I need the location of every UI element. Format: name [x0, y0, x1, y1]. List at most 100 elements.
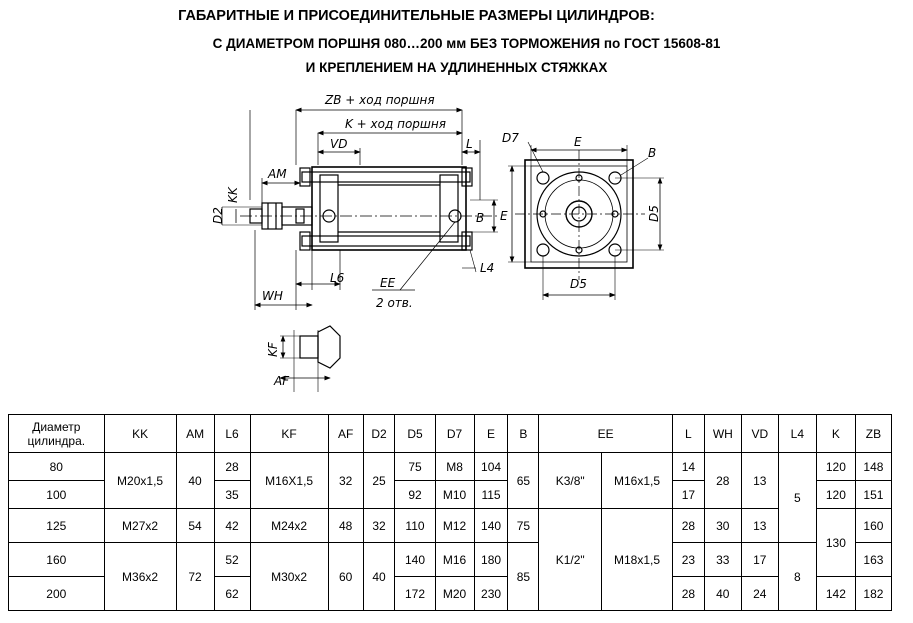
cell-diam: 80: [8, 452, 105, 481]
title-line-3: И КРЕПЛЕНИЕМ НА УДЛИНЕННЫХ СТЯЖКАХ: [305, 60, 608, 75]
th-af: AF: [327, 414, 364, 453]
cell-d5: 172: [394, 576, 436, 611]
cell-af: 60: [327, 542, 364, 611]
cell-d5: 140: [394, 542, 436, 577]
cell-zb: 163: [854, 542, 893, 577]
th-ee: EE: [538, 414, 673, 453]
th-wh: WH: [703, 414, 742, 453]
cell-d7: M10: [434, 480, 475, 509]
cell-e: 230: [473, 576, 509, 611]
cell-vd: 24: [740, 576, 779, 611]
cell-wh: 33: [703, 542, 742, 577]
cell-l6: 35: [213, 480, 251, 509]
cell-vd: 13: [740, 452, 779, 509]
th-d5: D5: [394, 414, 436, 453]
cell-am: 40: [175, 452, 215, 509]
cell-d5: 110: [394, 508, 436, 543]
cell-l: 28: [671, 576, 705, 611]
th-zb: ZB: [854, 414, 893, 453]
cell-am: 72: [175, 542, 215, 611]
cell-kk: M20x1,5: [103, 452, 177, 509]
tie-rod-hole-tl: [536, 171, 550, 185]
rod-end-wrench: [317, 325, 341, 369]
cell-e: 104: [473, 452, 509, 481]
th-e: E: [473, 414, 509, 453]
cell-l6: 62: [213, 576, 251, 611]
cell-ee2: M18x1,5: [601, 508, 673, 611]
cell-l4: 8: [777, 542, 817, 611]
label-l4: L4: [480, 261, 494, 275]
cell-l6: 52: [213, 542, 251, 577]
cell-wh: 28: [703, 452, 742, 509]
cell-diam: 125: [8, 508, 105, 543]
cell-b: 75: [507, 508, 540, 543]
th-l4: L4: [777, 414, 817, 453]
cell-d7: M20: [434, 576, 475, 611]
cell-zb: 160: [854, 508, 893, 543]
label-kf: KF: [266, 341, 280, 357]
label-d2: D2: [211, 207, 225, 224]
label-k: K + ход поршня: [345, 117, 446, 131]
cell-l: 17: [671, 480, 705, 509]
th-am: AM: [175, 414, 215, 453]
label-vd: VD: [330, 137, 347, 151]
tie-rod-hole-bl: [536, 243, 550, 257]
cell-af: 32: [327, 452, 364, 509]
cell-zb: 151: [854, 480, 893, 509]
th-d2: D2: [362, 414, 396, 453]
cell-am: 54: [175, 508, 215, 543]
cell-diam: 200: [8, 576, 105, 611]
th-b: B: [507, 414, 540, 453]
cell-zb: 148: [854, 452, 893, 481]
label-e-top: E: [574, 135, 582, 149]
label-l: L: [466, 137, 473, 151]
table-row-125: 125 M27x2 54 42 M24x2 48 32 110 M12 140 …: [8, 508, 893, 611]
cell-l4: 5: [777, 452, 817, 543]
cell-d7: M8: [434, 452, 475, 481]
tie-rod-top: [301, 171, 471, 183]
label-e-left: E: [500, 209, 508, 223]
cell-k: 120: [815, 452, 856, 481]
label-am: AM: [267, 167, 287, 181]
cell-zb: 182: [854, 576, 893, 611]
cell-d5: 92: [394, 480, 436, 509]
label-b-right: B: [648, 146, 656, 160]
cylinder-body: [311, 166, 467, 251]
label-wh: WH: [262, 289, 283, 303]
cell-d2: 25: [362, 452, 396, 509]
cell-e: 140: [473, 508, 509, 543]
table-row-80: 80 M20x1,5 40 28 M16X1,5 32 25 75 M8 104…: [8, 452, 893, 543]
dimensions-table: Диаметр цилиндра. KK AM L6 KF AF D2 D5 D…: [8, 414, 893, 611]
cell-e: 180: [473, 542, 509, 577]
cell-kf: M24x2: [249, 508, 329, 543]
label-d7: D7: [502, 131, 519, 145]
cell-vd: 13: [740, 508, 779, 543]
label-zb: ZB + ход поршня: [324, 93, 435, 107]
label-ee: EE: [380, 276, 396, 290]
tie-rod-bottom: [301, 235, 471, 247]
cell-l6: 28: [213, 452, 251, 481]
cell-vd: 17: [740, 542, 779, 577]
cell-k: 120: [815, 480, 856, 509]
front-cover: [319, 174, 339, 243]
table-row-160: 160 M36x2 72 52 M30x2 60 40 140 M16 180 …: [8, 542, 893, 611]
cell-b: 85: [507, 542, 540, 611]
th-k: K: [815, 414, 856, 453]
title-line-2: С ДИАМЕТРОМ ПОРШНЯ 080…200 мм БЕЗ ТОРМОЖ…: [212, 36, 721, 51]
cell-kf: M30x2: [249, 542, 329, 611]
cell-ee2: M16x1,5: [601, 452, 673, 509]
label-ee-note: 2 отв.: [376, 296, 413, 310]
label-b: B: [476, 211, 484, 225]
cell-d7: M16: [434, 542, 475, 577]
label-kk: KK: [226, 186, 240, 203]
cell-d2: 40: [362, 542, 396, 611]
cell-ee1: K1/2": [538, 508, 603, 611]
cell-b: 65: [507, 452, 540, 509]
cell-kk: M27x2: [103, 508, 177, 543]
label-d5-bottom: D5: [570, 277, 587, 291]
th-d7: D7: [434, 414, 475, 453]
cell-d7: M12: [434, 508, 475, 543]
cell-wh: 30: [703, 508, 742, 543]
cell-e: 115: [473, 480, 509, 509]
cell-d5: 75: [394, 452, 436, 481]
